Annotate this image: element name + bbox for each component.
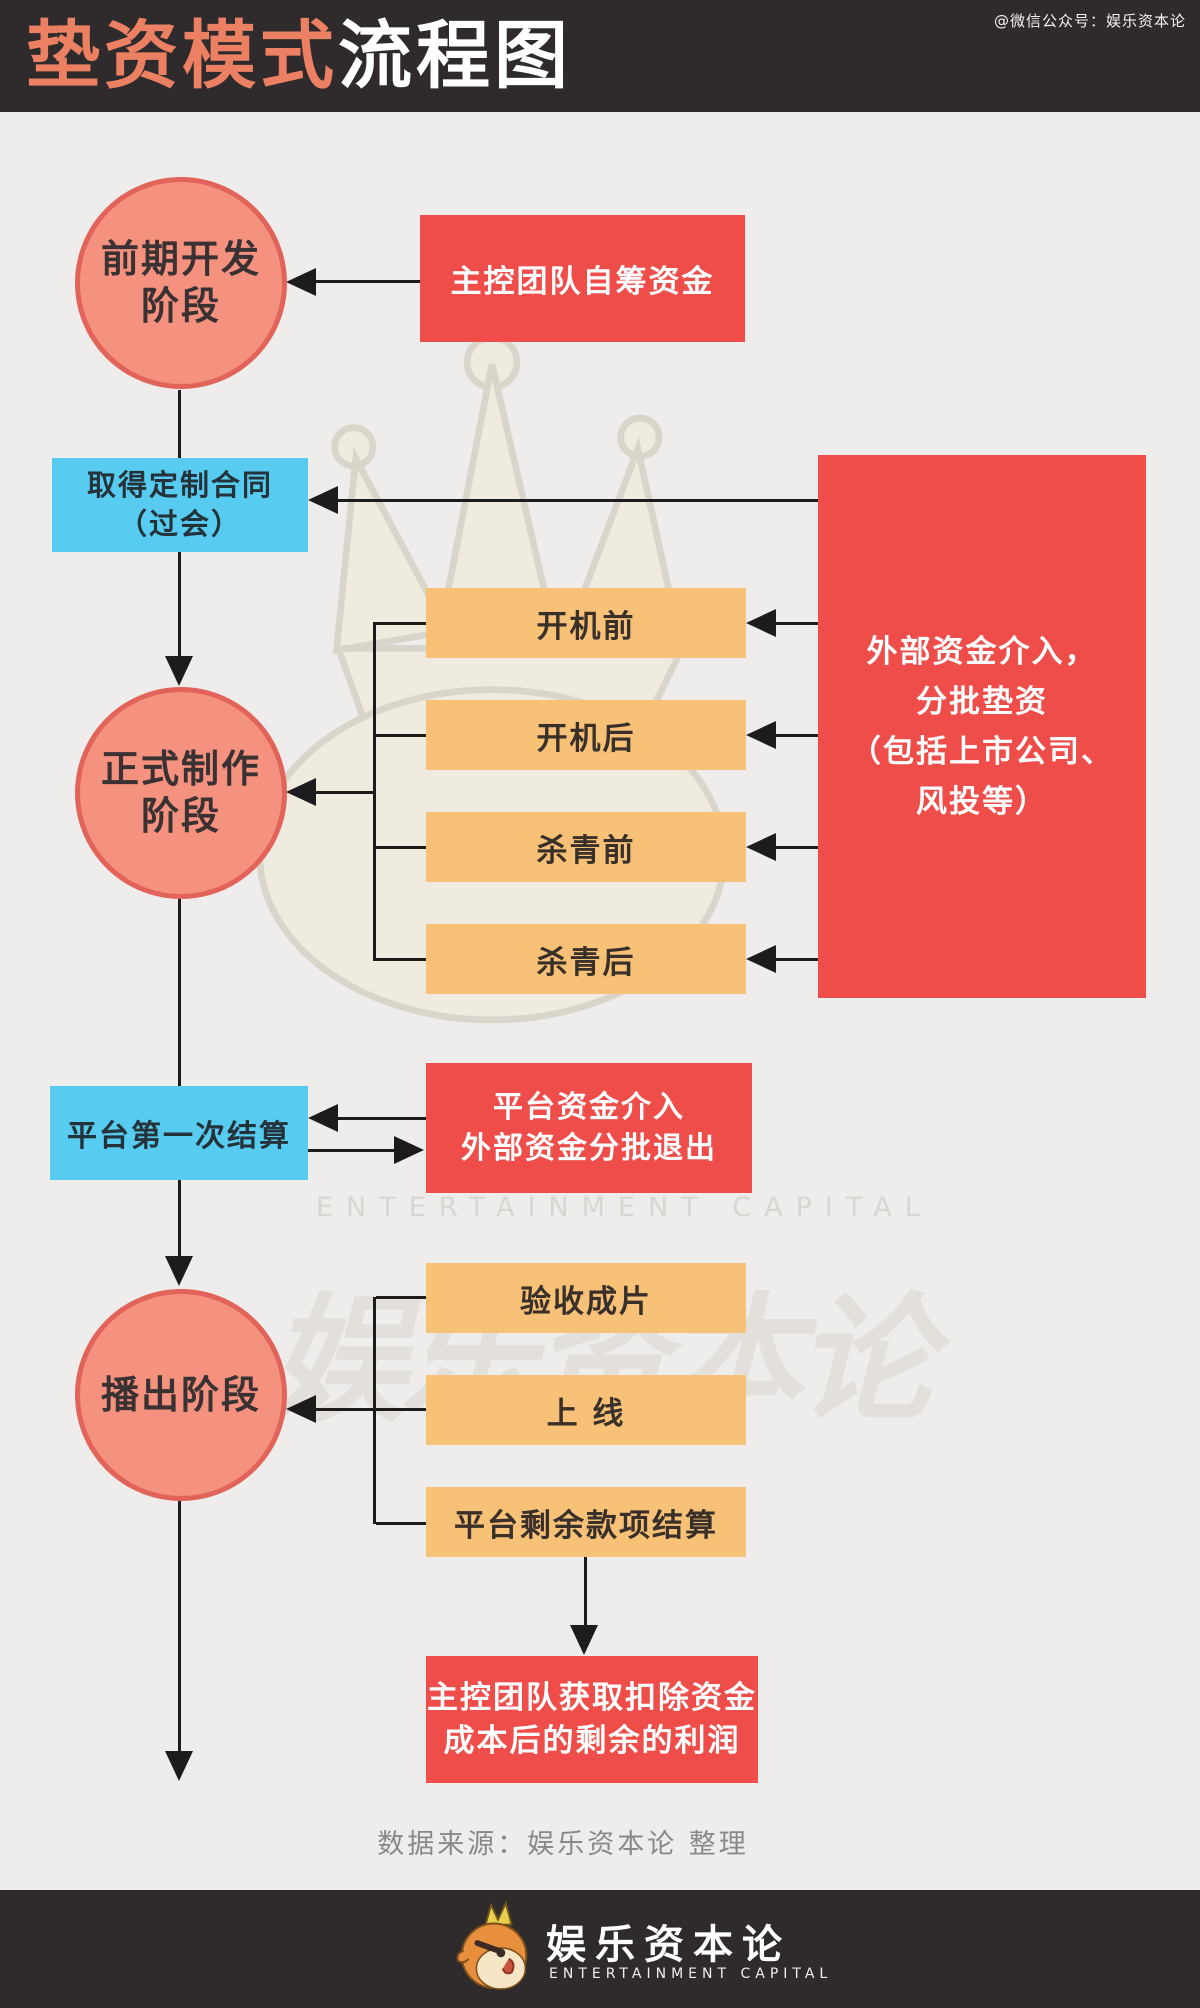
connector — [376, 622, 426, 625]
node-self-funding: 主控团队自筹资金 — [420, 215, 745, 342]
node-label: 主控团队自筹资金 — [450, 264, 715, 300]
connector — [376, 846, 426, 849]
connector — [310, 1408, 426, 1411]
node-label: 主控团队获取扣除资金 — [427, 1679, 757, 1716]
connector — [770, 846, 818, 849]
source-note: 数据来源：娱乐资本论 整理 — [377, 1829, 749, 1860]
brand-logo-en: ENTERTAINMENT CAPITAL — [549, 1966, 833, 1982]
stage-label: 前期开发 — [100, 237, 261, 281]
node-label: 平台第一次结算 — [67, 1119, 291, 1154]
brand-mascot-icon — [456, 1900, 528, 1990]
stage-circle-broadcast: 播出阶段 — [75, 1289, 287, 1501]
connector — [310, 791, 375, 794]
node-label: 上 线 — [546, 1395, 626, 1432]
node-platform-funds-in: 平台资金介入 外部资金分批退出 — [426, 1063, 752, 1193]
node-before-wrap: 杀青前 — [426, 812, 746, 882]
arrowhead — [165, 1751, 193, 1781]
watermark-text-en: ENTERTAINMENT CAPITAL — [316, 1192, 933, 1223]
title-rest: 流程图 — [338, 13, 572, 99]
header: 垫资模式流程图 @微信公众号：娱乐资本论 — [0, 0, 1200, 112]
connector — [178, 1180, 181, 1258]
node-external-funding: 外部资金介入， 分批垫资 （包括上市公司、 风投等） — [818, 455, 1146, 998]
stage-label: 播出阶段 — [100, 1372, 261, 1417]
node-label: 开机后 — [536, 720, 636, 757]
node-go-online: 上 线 — [426, 1375, 746, 1445]
connector — [376, 1296, 426, 1299]
node-after-wrap: 杀青后 — [426, 924, 746, 994]
node-label: 外部资金介入， — [866, 633, 1098, 670]
arrowhead — [165, 656, 193, 686]
brand-logo-cn: 娱乐资本论 — [546, 1921, 791, 1968]
connector — [770, 958, 818, 961]
node-label: 外部资金分批退出 — [461, 1131, 717, 1166]
arrowhead — [286, 1395, 316, 1423]
title-accent: 垫资模式 — [26, 13, 338, 99]
arrowhead — [394, 1136, 424, 1164]
connector — [178, 898, 181, 1086]
connector — [178, 390, 181, 458]
node-label: 成本后的剩余的利润 — [443, 1722, 741, 1759]
connector — [178, 552, 181, 658]
node-label: 风投等） — [916, 783, 1048, 820]
stage-label: 阶段 — [140, 284, 221, 328]
connector — [584, 1557, 587, 1629]
arrowhead — [165, 1256, 193, 1286]
connector — [770, 734, 818, 737]
node-label: 杀青前 — [536, 832, 636, 869]
node-film-acceptance: 验收成片 — [426, 1263, 746, 1333]
node-label: 验收成片 — [520, 1283, 652, 1320]
node-label: （过会） — [117, 507, 242, 541]
node-before-shooting: 开机前 — [426, 588, 746, 658]
node-first-settlement: 平台第一次结算 — [50, 1086, 308, 1180]
footer — [0, 1890, 1200, 2008]
node-final-settlement: 平台剩余款项结算 — [426, 1487, 746, 1557]
connector — [178, 1501, 181, 1751]
connector — [332, 1117, 426, 1120]
page-title: 垫资模式流程图 — [26, 8, 572, 104]
node-label: 分批垫资 — [916, 683, 1048, 720]
stage-circle-production: 正式制作 阶段 — [75, 687, 287, 899]
node-profit: 主控团队获取扣除资金 成本后的剩余的利润 — [426, 1656, 758, 1783]
node-after-shooting-start: 开机后 — [426, 700, 746, 770]
node-label: （包括上市公司、 — [850, 733, 1114, 770]
connector — [376, 734, 426, 737]
node-contract: 取得定制合同 （过会） — [52, 458, 308, 552]
node-label: 平台剩余款项结算 — [454, 1507, 718, 1544]
connector — [310, 280, 420, 283]
node-label: 开机前 — [536, 608, 636, 645]
connector — [376, 1522, 426, 1525]
connector — [376, 958, 426, 961]
connector — [770, 622, 818, 625]
stage-label: 正式制作 — [100, 747, 261, 791]
stage-label: 阶段 — [140, 794, 221, 838]
stage-circle-development: 前期开发 阶段 — [75, 177, 287, 389]
arrowhead — [570, 1625, 598, 1655]
connector — [332, 499, 818, 502]
node-label: 取得定制合同 — [86, 468, 273, 502]
node-label: 平台资金介入 — [493, 1090, 685, 1125]
wechat-handle: @微信公众号：娱乐资本论 — [993, 12, 1186, 30]
connector — [307, 1149, 397, 1152]
node-label: 杀青后 — [536, 944, 636, 981]
